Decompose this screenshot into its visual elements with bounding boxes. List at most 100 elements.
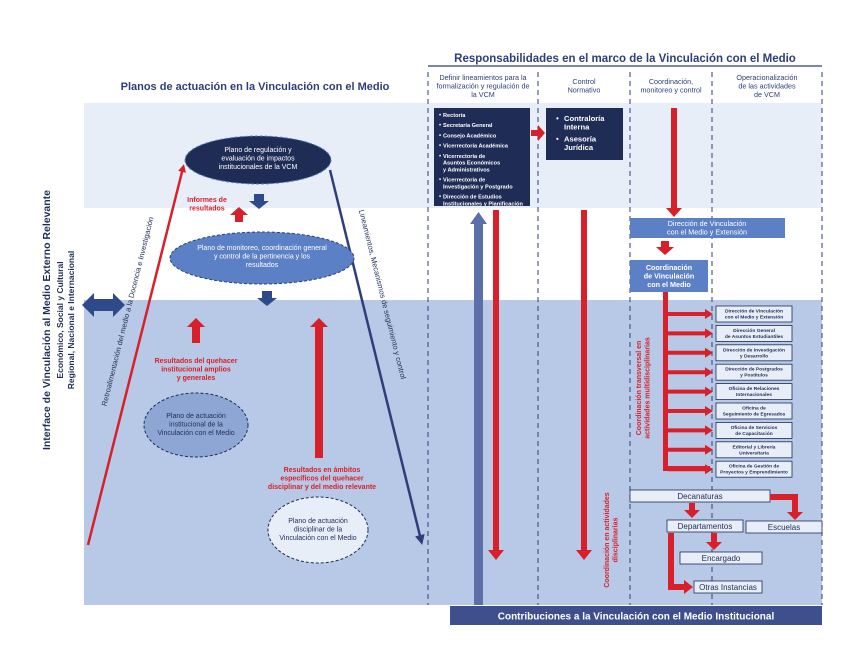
contraloria-item: Contraloría: [564, 114, 605, 123]
footer-bar: [450, 606, 822, 625]
text-line: Dirección de Vinculación: [668, 219, 747, 228]
office-branch-arrow: [668, 464, 713, 475]
text-line: Plano de regulación y: [224, 147, 292, 154]
text-line: disciplinar y del medio relevante: [268, 484, 376, 491]
bullet-icon: •: [439, 133, 441, 139]
feedback-arrow: [86, 164, 186, 546]
arrow-decan-deptos: [684, 503, 700, 518]
rectoria-list: •Rectoría•Secretaría General•Consejo Aca…: [439, 113, 523, 207]
label-resultados-amplios: Resultados del quehacer institucional amp…: [155, 358, 238, 382]
text-line: específicos del quehacer: [280, 476, 364, 483]
office-box: [715, 383, 793, 401]
right-title: Responsabilidades en el marco de la Vinc…: [454, 53, 796, 65]
contraloria-item: Asesoría: [564, 135, 597, 144]
red-arrow-coord-down: [671, 108, 677, 210]
text-line: Coordinación transversal en: [636, 341, 643, 436]
decanaturas-label: Decanaturas: [677, 492, 722, 501]
rectoria-item: Vicerrectoría de: [443, 178, 485, 184]
text-line: disciplinar de la: [294, 527, 342, 534]
contraloria-box: [546, 108, 623, 160]
text-line: monitoreo y control: [640, 86, 702, 95]
left-title: Planos de actuación en la Vinculación co…: [121, 81, 390, 93]
text-line: formalización y regulación de: [436, 82, 529, 91]
rectoria-item: y Administrativos: [443, 167, 490, 173]
text-line: con el Medio y Extensión: [667, 228, 747, 237]
contraloria-item: Interna: [564, 123, 590, 132]
text-line: de las actividades: [738, 82, 796, 91]
text-line: de Vinculación: [644, 272, 695, 281]
bullet-icon: •: [439, 123, 441, 129]
rectoria-item: Institucionales y Planificación: [443, 201, 523, 207]
escuelas-label: Escuelas: [768, 523, 800, 532]
text-line: institucionales de la VCM: [219, 164, 298, 171]
col-header-coordinacion: Coordinación,monitoreo y control: [640, 77, 702, 95]
rectoria-item: Rectoría: [443, 113, 466, 119]
office-label: Oficina de Gestión de: [729, 464, 780, 470]
text-line: institucional amplios: [161, 367, 231, 374]
office-label: Dirección de Investigación: [723, 347, 785, 353]
blue-bar-head: [470, 212, 487, 224]
text-line: de VCM: [754, 90, 780, 99]
office-branch-arrow: [668, 425, 713, 436]
escuelas-box: [745, 520, 823, 534]
rectoria-item: Dirección de Estudios: [443, 195, 502, 201]
plane-disciplinar: [267, 496, 369, 564]
coordinacion-vcm-box: [630, 260, 708, 292]
red-arrow-coord-head: [666, 208, 682, 217]
red-arrow-rectoria-head: [488, 550, 504, 560]
rectoria-box: [434, 108, 530, 206]
office-label: Proyectos y Emprendimiento: [720, 470, 788, 476]
office-label: Seguimiento de Egresados: [723, 412, 786, 418]
rectoria-item: Vicerrectoría Académica: [443, 144, 509, 150]
rectoria-item: Asuntos Económicos: [443, 161, 500, 167]
office-box: [715, 344, 793, 362]
arrow-down-monitoreo: [257, 291, 277, 306]
plane-regulacion: [184, 135, 332, 185]
bullet-icon: •: [439, 154, 441, 160]
office-label: Dirección General: [733, 328, 776, 334]
office-label: y Postítulos: [740, 373, 768, 379]
interface-double-arrow: [82, 293, 125, 317]
otras-instancias-label: Otras Instancias: [699, 583, 757, 592]
encargado-label: Encargado: [702, 554, 741, 563]
text-line: Vinculación con el Medio: [157, 430, 234, 437]
office-branch-arrow: [668, 367, 713, 378]
arrow-down-regulacion: [249, 194, 269, 209]
text-line: Coordinación: [646, 263, 692, 272]
coord-trunk: [663, 292, 668, 468]
arrow-deptos-otras: [668, 533, 693, 594]
office-branch-arrow: [668, 444, 713, 455]
footer-label: Contribuciones a la Vinculación con el M…: [498, 612, 775, 623]
office-box: [715, 363, 793, 381]
departamentos-box: [666, 519, 744, 533]
red-arrow-control-head: [576, 550, 592, 560]
text-line: Normativo: [568, 86, 601, 95]
bullet-icon: •: [556, 114, 559, 123]
office-box: [715, 441, 793, 459]
text-line: Coordinación en actividades: [604, 492, 611, 587]
encargado-box: [679, 551, 763, 565]
office-box: [715, 305, 793, 323]
office-label: Oficina de Relaciones: [729, 386, 780, 392]
red-arrow-rectoria-down: [493, 210, 499, 552]
rectoria-item: Secretaría General: [443, 123, 493, 129]
text-line: Resultados del quehacer: [155, 358, 238, 365]
rectoria-item: Vicerrectoría de: [443, 154, 485, 160]
bullet-icon: •: [556, 135, 559, 144]
office-label: Editorial y Librería: [733, 444, 776, 450]
text-line: Vinculación con el Medio: [279, 535, 356, 542]
side-label-regional: Regional, Nacional e Internacional: [66, 251, 76, 389]
plane-monitoreo: [169, 231, 355, 285]
side-label-interface: Interface de Vinculación al Medio Extern…: [41, 190, 53, 450]
text-line: Control: [572, 77, 596, 86]
office-box: [715, 402, 793, 420]
text-line: actividades multidisciplinarias: [645, 337, 652, 439]
arrow-dir-coord: [656, 241, 674, 255]
rectoria-item: Consejo Académico: [443, 133, 497, 139]
office-branch-arrow: [668, 347, 713, 358]
text-line: con el Medio: [647, 280, 691, 289]
